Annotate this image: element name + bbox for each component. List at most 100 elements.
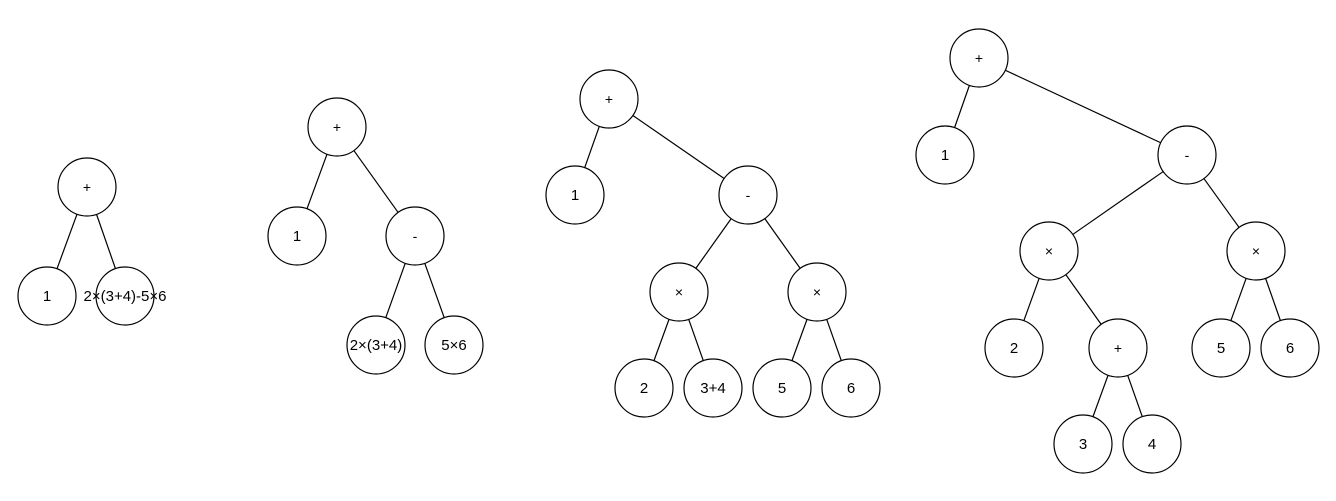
node-circle: [579, 69, 639, 129]
tree-4-edge: [1203, 178, 1240, 228]
node-circle: [1019, 221, 1079, 281]
node-label: +: [83, 179, 91, 195]
node-label: 1: [941, 147, 949, 164]
tree-node-t4-three: 3: [1053, 414, 1113, 474]
node-label: 2×(3+4): [350, 337, 403, 354]
node-label: 1: [571, 187, 579, 204]
expression-tree-3: +1 - × × 2 3+4 5 6: [545, 69, 881, 418]
node-label: 3: [1079, 436, 1087, 453]
tree-node-t2-plus: +: [307, 97, 367, 157]
expression-tree-2: +1 - 2×(3+4) 5×6: [267, 97, 484, 375]
tree-node-t3-plus: +: [579, 69, 639, 129]
node-circle: [307, 97, 367, 157]
expression-tree-1: +1 2×(3+4)-5×6: [17, 157, 167, 326]
tree-2-edge: [306, 154, 328, 209]
node-label: 3+4: [700, 380, 725, 397]
node-circle: [57, 157, 117, 217]
node-label: ×: [675, 284, 683, 300]
tree-node-t1-rest: 2×(3+4)-5×6: [84, 266, 167, 326]
node-label: ×: [813, 284, 821, 300]
node-circle: [1157, 125, 1217, 185]
node-label: -: [746, 187, 751, 203]
node-circle: [984, 318, 1044, 378]
edges-layer: [56, 69, 1281, 417]
tree-node-t3-times2: ×: [787, 262, 847, 322]
tree-3-edge: [584, 126, 600, 168]
node-label: 1: [43, 288, 51, 305]
tree-node-t4-plus: +: [949, 28, 1009, 88]
tree-node-t4-minus: -: [1157, 125, 1217, 185]
tree-3-edge: [764, 218, 801, 269]
node-label: -: [1185, 147, 1190, 163]
node-label: +: [975, 50, 983, 66]
node-circle: [1226, 221, 1286, 281]
tree-3-edge: [632, 114, 725, 180]
tree-2-edge: [385, 263, 406, 318]
node-label: ×: [1252, 243, 1260, 259]
tree-4-edge: [1127, 375, 1143, 417]
tree-node-t3-one: 1: [545, 165, 605, 225]
tree-4-edge: [1065, 274, 1102, 325]
tree-3-edge: [695, 218, 732, 269]
node-circle: [1053, 414, 1113, 474]
tree-node-t2-prod1: 2×(3+4): [346, 315, 406, 375]
tree-node-t4-one: 1: [915, 125, 975, 185]
node-circle: [787, 262, 847, 322]
tree-node-t1-plus: +: [57, 157, 117, 217]
node-circle: [424, 315, 484, 375]
tree-node-t1-one: 1: [17, 266, 77, 326]
tree-node-t3-sum: 3+4: [683, 358, 743, 418]
tree-node-t4-two: 2: [984, 318, 1044, 378]
node-label: 5: [778, 380, 786, 397]
tree-node-t2-prod2: 5×6: [424, 315, 484, 375]
node-circle: [385, 206, 445, 266]
node-circle: [346, 315, 406, 375]
tree-node-t3-two: 2: [614, 358, 674, 418]
node-circle: [267, 206, 327, 266]
tree-2-edge: [353, 150, 399, 213]
node-label: ×: [1045, 243, 1053, 259]
tree-node-t3-five: 5: [752, 358, 812, 418]
tree-4-edge: [1072, 171, 1164, 235]
node-circle: [949, 28, 1009, 88]
tree-node-t3-times1: ×: [649, 262, 709, 322]
tree-3-edge: [688, 319, 704, 361]
node-label: 1: [293, 228, 301, 245]
tree-4-edge: [1265, 278, 1281, 321]
tree-1-edge: [95, 214, 117, 269]
tree-node-t2-minus: -: [385, 206, 445, 266]
tree-node-t3-six: 6: [821, 358, 881, 418]
tree-node-t4-six: 6: [1260, 318, 1320, 378]
node-label: 2: [640, 380, 648, 397]
node-circle: [17, 266, 77, 326]
tree-4-edge: [1092, 375, 1109, 417]
node-label: 2×(3+4)-5×6: [84, 288, 167, 305]
node-label: +: [605, 91, 613, 107]
tree-1-edge: [56, 214, 78, 269]
node-label: 2: [1010, 340, 1018, 357]
node-label: -: [413, 228, 418, 244]
tree-4-edge: [1005, 69, 1161, 144]
tree-node-t4-times2: ×: [1226, 221, 1286, 281]
node-circle: [1122, 414, 1182, 474]
tree-node-t4-four: 4: [1122, 414, 1182, 474]
node-circle: [821, 358, 881, 418]
node-circle: [718, 165, 778, 225]
tree-node-t4-plus2: +: [1088, 318, 1148, 378]
tree-4-edge: [1230, 278, 1247, 321]
node-label: 6: [1286, 340, 1294, 357]
node-circle: [1088, 318, 1148, 378]
node-label: 4: [1148, 436, 1156, 453]
node-circle: [915, 125, 975, 185]
tree-4-edge: [954, 85, 970, 128]
tree-3-edge: [826, 319, 842, 361]
tree-3-edge: [653, 319, 670, 361]
tree-4-edge: [1023, 278, 1040, 321]
node-circle: [95, 266, 155, 326]
node-circle: [545, 165, 605, 225]
node-circle: [752, 358, 812, 418]
node-label: 6: [847, 380, 855, 397]
